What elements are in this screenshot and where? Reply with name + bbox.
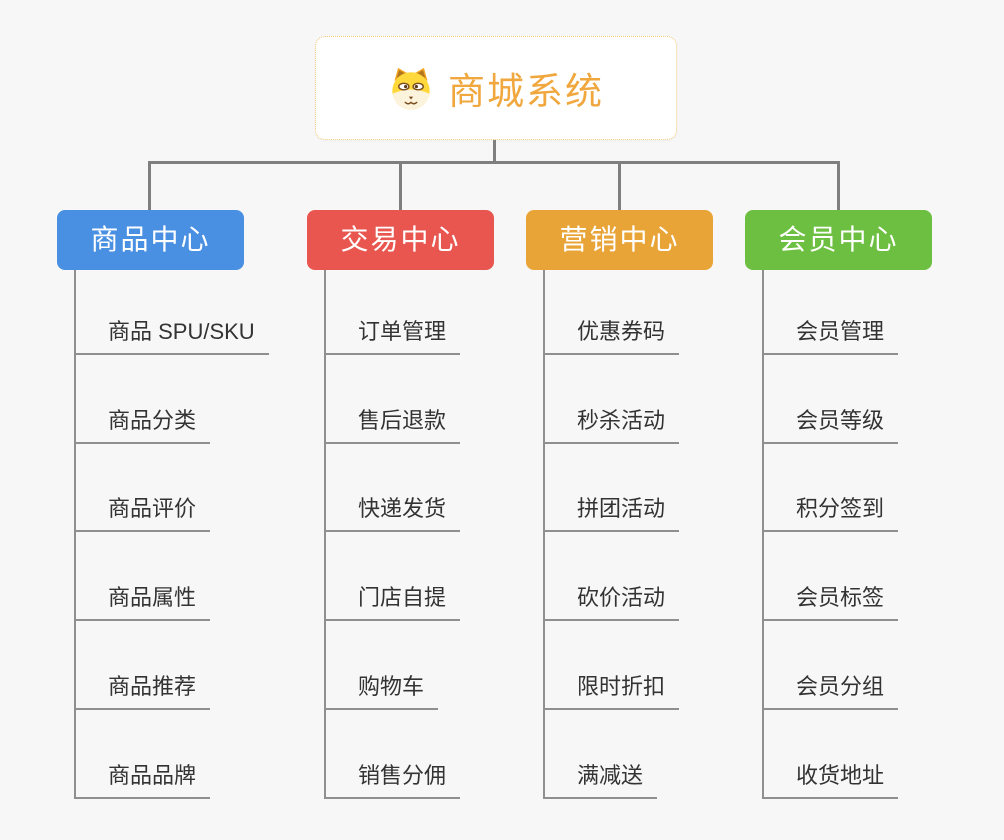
leaf-shopping-cart[interactable]: 购物车 — [324, 672, 439, 710]
leaf-product-brand[interactable]: 商品品牌 — [74, 761, 211, 799]
leaf-bargain-activity[interactable]: 砍价活动 — [543, 583, 680, 621]
doge-face-icon — [392, 67, 430, 110]
leaf-product-recommend[interactable]: 商品推荐 — [74, 672, 211, 710]
leaf-store-pickup[interactable]: 门店自提 — [324, 583, 461, 621]
leaf-product-spu-sku[interactable]: 商品 SPU/SKU — [74, 317, 269, 355]
branch-node-trade-center[interactable]: 交易中心 — [307, 210, 494, 270]
leaf-order-management[interactable]: 订单管理 — [324, 317, 461, 355]
leaf-member-tag[interactable]: 会员标签 — [762, 583, 899, 621]
leaf-member-group[interactable]: 会员分组 — [762, 672, 899, 710]
branch-spine — [762, 270, 764, 799]
leaf-member-level[interactable]: 会员等级 — [762, 406, 899, 444]
leaf-flash-sale[interactable]: 秒杀活动 — [543, 406, 680, 444]
branch-column-product-center: 商品 SPU/SKU 商品分类 商品评价 商品属性 商品推荐 商品品牌 — [74, 270, 304, 799]
connector-drop-product — [148, 161, 151, 211]
root-node-mall-system[interactable]: 商城系统 — [315, 36, 677, 140]
leaf-aftersale-refund[interactable]: 售后退款 — [324, 406, 461, 444]
leaf-points-checkin[interactable]: 积分签到 — [762, 494, 899, 532]
branch-spine — [324, 270, 326, 799]
branch-node-marketing-center[interactable]: 营销中心 — [526, 210, 713, 270]
leaf-express-delivery[interactable]: 快递发货 — [324, 494, 461, 532]
connector-drop-trade — [399, 161, 402, 211]
leaf-coupon-code[interactable]: 优惠券码 — [543, 317, 680, 355]
branch-node-product-center[interactable]: 商品中心 — [57, 210, 244, 270]
connector-drop-member — [837, 161, 840, 211]
branch-spine — [543, 270, 545, 799]
branch-column-trade-center: 订单管理 售后退款 快递发货 门店自提 购物车 销售分佣 — [324, 270, 554, 799]
leaf-product-category[interactable]: 商品分类 — [74, 406, 211, 444]
connector-trunk-line — [148, 161, 839, 164]
leaf-product-review[interactable]: 商品评价 — [74, 494, 211, 532]
leaf-full-reduction[interactable]: 满减送 — [543, 761, 658, 799]
branch-spine — [74, 270, 76, 799]
leaf-product-attribute[interactable]: 商品属性 — [74, 583, 211, 621]
branch-column-marketing-center: 优惠券码 秒杀活动 拼团活动 砍价活动 限时折扣 满减送 — [543, 270, 773, 799]
leaf-group-buy[interactable]: 拼团活动 — [543, 494, 680, 532]
connector-root-drop — [493, 140, 496, 162]
connector-drop-marketing — [618, 161, 621, 211]
leaf-member-management[interactable]: 会员管理 — [762, 317, 899, 355]
leaf-limited-discount[interactable]: 限时折扣 — [543, 672, 680, 710]
branch-node-member-center[interactable]: 会员中心 — [745, 210, 932, 270]
leaf-sales-commission[interactable]: 销售分佣 — [324, 761, 461, 799]
root-node-title: 商城系统 — [448, 71, 604, 112]
leaf-shipping-address[interactable]: 收货地址 — [762, 761, 899, 799]
branch-column-member-center: 会员管理 会员等级 积分签到 会员标签 会员分组 收货地址 — [762, 270, 992, 799]
